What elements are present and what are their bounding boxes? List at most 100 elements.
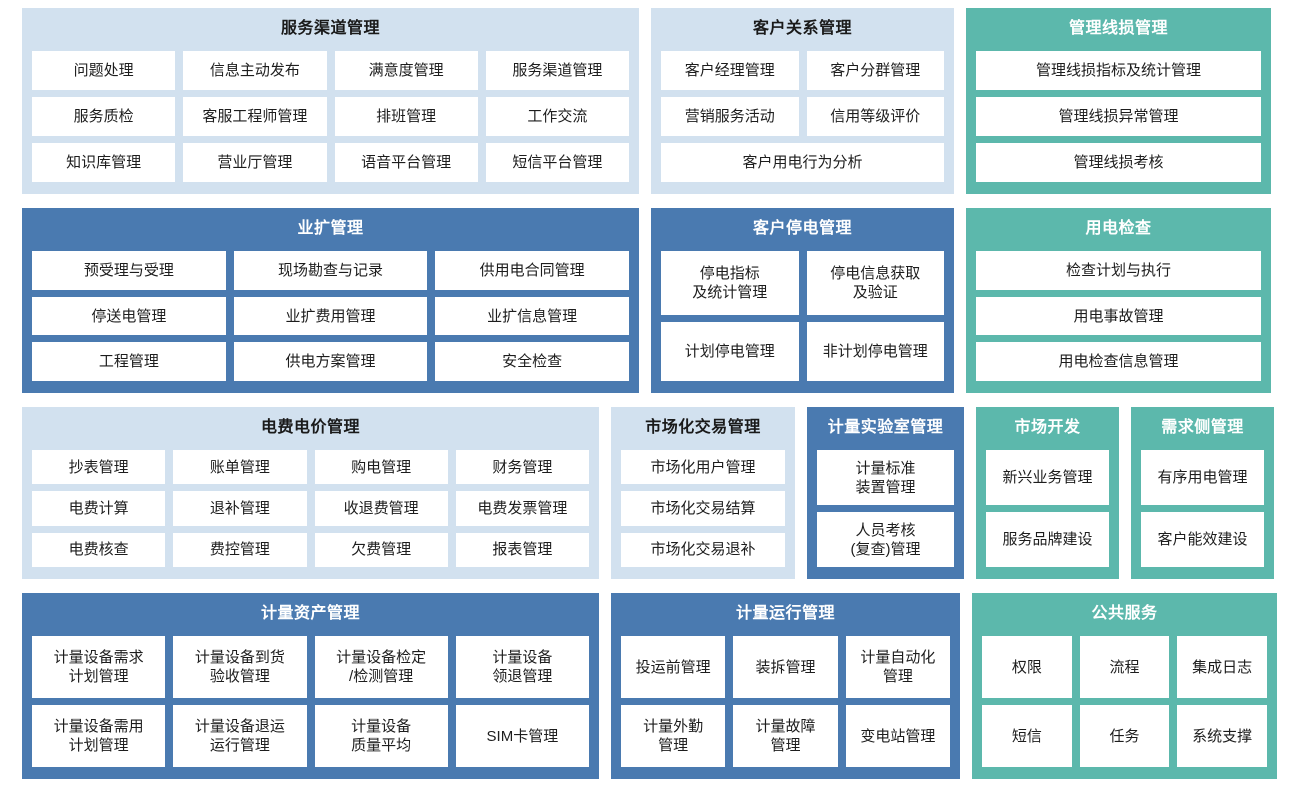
tile-财务管理[interactable]: 财务管理 <box>455 450 589 485</box>
tile-row: 工程管理供电方案管理安全检查 <box>32 342 630 382</box>
tile-计量标准装置管理[interactable]: 计量标准 装置管理 <box>817 450 954 505</box>
tile-非计划停电管理[interactable]: 非计划停电管理 <box>806 321 944 381</box>
tile-row: 用电检查信息管理 <box>976 342 1261 382</box>
tile-排班管理[interactable]: 排班管理 <box>334 97 478 136</box>
tile-停送电管理[interactable]: 停送电管理 <box>32 296 226 336</box>
panel-title: 计量运行管理 <box>735 605 835 622</box>
tile-业扩信息管理[interactable]: 业扩信息管理 <box>435 296 630 336</box>
tile-用电检查信息管理[interactable]: 用电检查信息管理 <box>976 342 1261 382</box>
tile-计量设备领退管理[interactable]: 计量设备 领退管理 <box>455 636 589 698</box>
tile-row: 市场化用户管理 <box>621 450 785 485</box>
tile-满意度管理[interactable]: 满意度管理 <box>334 51 478 90</box>
tile-问题处理[interactable]: 问题处理 <box>32 51 176 90</box>
tile-收退费管理[interactable]: 收退费管理 <box>314 491 448 526</box>
tile-退补管理[interactable]: 退补管理 <box>173 491 307 526</box>
tile-市场化交易退补[interactable]: 市场化交易退补 <box>621 532 785 567</box>
tile-row: 市场化交易结算 <box>621 491 785 526</box>
tile-客户分群管理[interactable]: 客户分群管理 <box>806 51 944 90</box>
tile-费控管理[interactable]: 费控管理 <box>173 532 307 567</box>
tile-安全检查[interactable]: 安全检查 <box>435 342 630 382</box>
tile-row: 客户能效建设 <box>1141 512 1264 567</box>
tile-报表管理[interactable]: 报表管理 <box>455 532 589 567</box>
tile-有序用电管理[interactable]: 有序用电管理 <box>1141 450 1264 505</box>
tile-集成日志[interactable]: 集成日志 <box>1177 636 1268 698</box>
tile-账单管理[interactable]: 账单管理 <box>173 450 307 485</box>
tile-row: 投运前管理装拆管理计量自动化 管理 <box>621 636 950 698</box>
tile-装拆管理[interactable]: 装拆管理 <box>733 636 838 698</box>
tile-用电事故管理[interactable]: 用电事故管理 <box>976 296 1261 336</box>
tile-工作交流[interactable]: 工作交流 <box>485 97 629 136</box>
tile-管理线损异常管理[interactable]: 管理线损异常管理 <box>976 97 1261 136</box>
tile-计量故障管理[interactable]: 计量故障 管理 <box>733 705 838 767</box>
tile-row: 计量设备需求 计划管理计量设备到货 验收管理计量设备检定 /检测管理计量设备 领… <box>32 636 589 698</box>
tile-计量设备需求计划管理[interactable]: 计量设备需求 计划管理 <box>32 636 166 698</box>
tile-row: 检查计划与执行 <box>976 251 1261 290</box>
tile-服务渠道管理[interactable]: 服务渠道管理 <box>485 51 629 90</box>
tile-信用等级评价[interactable]: 信用等级评价 <box>806 97 944 136</box>
tile-管理线损指标及统计管理[interactable]: 管理线损指标及统计管理 <box>976 51 1261 90</box>
tile-grid: 检查计划与执行用电事故管理用电检查信息管理 <box>976 251 1261 382</box>
tile-供用电合同管理[interactable]: 供用电合同管理 <box>435 251 630 290</box>
tile-管理线损考核[interactable]: 管理线损考核 <box>976 143 1261 182</box>
tile-客户用电行为分析[interactable]: 客户用电行为分析 <box>661 143 944 182</box>
tile-row: 权限流程集成日志 <box>982 636 1268 698</box>
tile-电费计算[interactable]: 电费计算 <box>32 491 166 526</box>
tile-现场勘查与记录[interactable]: 现场勘查与记录 <box>233 251 428 290</box>
tile-客服工程师管理[interactable]: 客服工程师管理 <box>183 97 327 136</box>
tile-计量设备需用计划管理[interactable]: 计量设备需用 计划管理 <box>32 705 166 767</box>
tile-电费核查[interactable]: 电费核查 <box>32 532 166 567</box>
tile-SIM卡管理[interactable]: SIM卡管理 <box>455 705 589 767</box>
tile-grid: 抄表管理账单管理购电管理财务管理电费计算退补管理收退费管理电费发票管理电费核查费… <box>32 450 589 567</box>
tile-计量设备质量平均[interactable]: 计量设备 质量平均 <box>314 705 448 767</box>
tile-计量设备到货验收管理[interactable]: 计量设备到货 验收管理 <box>173 636 307 698</box>
tile-市场化交易结算[interactable]: 市场化交易结算 <box>621 491 785 526</box>
tile-变电站管理[interactable]: 变电站管理 <box>845 705 950 767</box>
tile-任务[interactable]: 任务 <box>1079 705 1170 767</box>
tile-grid: 权限流程集成日志短信任务系统支撑 <box>982 636 1268 767</box>
tile-计量设备退运运行管理[interactable]: 计量设备退运 运行管理 <box>173 705 307 767</box>
tile-工程管理[interactable]: 工程管理 <box>32 342 226 382</box>
tile-服务品牌建设[interactable]: 服务品牌建设 <box>986 512 1109 567</box>
panel-计量资产管理: 计量资产管理计量设备需求 计划管理计量设备到货 验收管理计量设备检定 /检测管理… <box>22 593 599 779</box>
tile-计量外勤管理[interactable]: 计量外勤 管理 <box>621 705 726 767</box>
tile-grid: 计量标准 装置管理人员考核 (复查)管理 <box>817 450 954 567</box>
tile-购电管理[interactable]: 购电管理 <box>314 450 448 485</box>
tile-抄表管理[interactable]: 抄表管理 <box>32 450 166 485</box>
tile-计划停电管理[interactable]: 计划停电管理 <box>661 321 799 381</box>
panel-title: 管理线损管理 <box>1068 20 1168 37</box>
tile-row: 计量外勤 管理计量故障 管理变电站管理 <box>621 705 950 767</box>
tile-权限[interactable]: 权限 <box>982 636 1072 698</box>
tile-业扩费用管理[interactable]: 业扩费用管理 <box>233 296 428 336</box>
tile-客户经理管理[interactable]: 客户经理管理 <box>661 51 799 90</box>
tile-人员考核(复查)管理[interactable]: 人员考核 (复查)管理 <box>817 512 954 567</box>
tile-停电指标及统计管理[interactable]: 停电指标 及统计管理 <box>661 251 799 315</box>
tile-计量自动化管理[interactable]: 计量自动化 管理 <box>845 636 950 698</box>
tile-供电方案管理[interactable]: 供电方案管理 <box>233 342 428 382</box>
tile-grid: 管理线损指标及统计管理管理线损异常管理管理线损考核 <box>976 51 1261 182</box>
tile-系统支撑[interactable]: 系统支撑 <box>1177 705 1268 767</box>
tile-新兴业务管理[interactable]: 新兴业务管理 <box>986 450 1109 505</box>
panel-计量实验室管理: 计量实验室管理计量标准 装置管理人员考核 (复查)管理 <box>807 407 964 579</box>
tile-计量设备检定/检测管理[interactable]: 计量设备检定 /检测管理 <box>314 636 448 698</box>
tile-流程[interactable]: 流程 <box>1079 636 1170 698</box>
tile-row: 服务质检客服工程师管理排班管理工作交流 <box>32 97 629 136</box>
tile-语音平台管理[interactable]: 语音平台管理 <box>334 143 478 182</box>
tile-电费发票管理[interactable]: 电费发票管理 <box>455 491 589 526</box>
tile-投运前管理[interactable]: 投运前管理 <box>621 636 726 698</box>
tile-检查计划与执行[interactable]: 检查计划与执行 <box>976 251 1261 290</box>
tile-停电信息获取及验证[interactable]: 停电信息获取 及验证 <box>806 251 944 315</box>
tile-营销服务活动[interactable]: 营销服务活动 <box>661 97 799 136</box>
tile-知识库管理[interactable]: 知识库管理 <box>32 143 176 182</box>
tile-短信平台管理[interactable]: 短信平台管理 <box>485 143 629 182</box>
tile-服务质检[interactable]: 服务质检 <box>32 97 176 136</box>
tile-市场化用户管理[interactable]: 市场化用户管理 <box>621 450 785 485</box>
tile-营业厅管理[interactable]: 营业厅管理 <box>183 143 327 182</box>
tile-客户能效建设[interactable]: 客户能效建设 <box>1141 512 1264 567</box>
tile-信息主动发布[interactable]: 信息主动发布 <box>183 51 327 90</box>
tile-短信[interactable]: 短信 <box>982 705 1072 767</box>
panel-title: 客户停电管理 <box>752 220 852 237</box>
tile-欠费管理[interactable]: 欠费管理 <box>314 532 448 567</box>
tile-预受理与受理[interactable]: 预受理与受理 <box>32 251 226 290</box>
tile-row: 服务品牌建设 <box>986 512 1109 567</box>
